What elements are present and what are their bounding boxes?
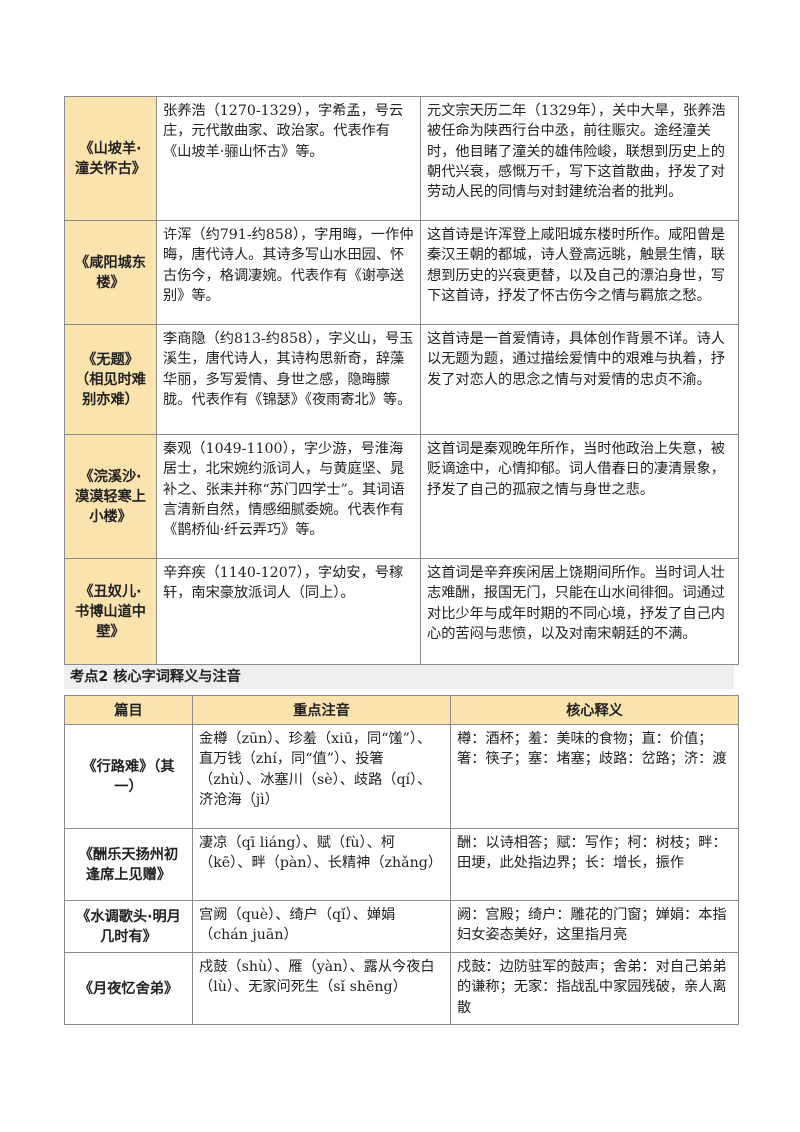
meaning-notes: 酬：以诗相答；赋：写作；柯：树枝；畔：田埂，此处指边界；长：增长，振作 [450, 828, 739, 901]
creation-background: 元文宗天历二年（1329年），关中大旱，张养浩被任命为陕西行台中丞，前往赈灾。途… [420, 96, 739, 221]
work-title: 《丑奴儿·书博山道中壁》 [64, 558, 157, 665]
table-row: 《行路难》（其一） 金樽（zūn）、珍羞（xiū，同“馐”）、直万钱（zhí，同… [64, 724, 739, 829]
creation-background: 这首诗是许浑登上咸阳城东楼时所作。咸阳曾是秦汉王朝的都城，诗人登高远眺，触景生情… [420, 220, 739, 325]
author-info: 李商隐（约813-约858），字义山，号玉溪生，唐代诗人，其诗构思新奇，辞藻华丽… [156, 324, 421, 435]
table-row: 《丑奴儿·书博山道中壁》 辛弃疾（1140-1207），字幼安，号稼轩，南宋豪放… [64, 558, 739, 665]
creation-background: 这首诗是一首爱情诗，具体创作背景不详。诗人以无题为题，通过描绘爱情中的艰难与执着… [420, 324, 739, 435]
table-row: 《无题》（相见时难别亦难） 李商隐（约813-约858），字义山，号玉溪生，唐代… [64, 324, 739, 435]
work-title: 《浣溪沙·漠漠轻寒上小楼》 [64, 434, 157, 559]
author-info: 辛弃疾（1140-1207），字幼安，号稼轩，南宋豪放派词人（同上）。 [156, 558, 421, 665]
author-info: 许浑（约791-约858），字用晦，一作仲晦，唐代诗人。其诗多写山水田园、怀古伤… [156, 220, 421, 325]
author-info: 张养浩（1270-1329），字希孟，号云庄，元代散曲家、政治家。代表作有《山坡… [156, 96, 421, 221]
table-row: 《酬乐天扬州初逢席上见赠》 凄凉（qī liáng）、赋（fù）、柯（kē）、畔… [64, 828, 739, 901]
table-row: 《咸阳城东楼》 许浑（约791-约858），字用晦，一作仲晦，唐代诗人。其诗多写… [64, 220, 739, 325]
pinyin-notes: 凄凉（qī liáng）、赋（fù）、柯（kē）、畔（pàn）、长精神（zhǎn… [192, 828, 451, 901]
creation-background: 这首词是秦观晚年所作，当时他政治上失意，被贬谪途中，心情抑郁。词人借春日的凄清景… [420, 434, 739, 559]
table-row: 《水调歌头·明月几时有》 宫阙（què）、绮户（qǐ）、婵娟（chán juān… [64, 900, 739, 953]
work-title: 《月夜忆舍弟》 [64, 952, 193, 1025]
work-title: 《水调歌头·明月几时有》 [64, 900, 193, 953]
work-title: 《山坡羊·潼关怀古》 [64, 96, 157, 221]
table-row: 《月夜忆舍弟》 戍鼓（shù）、雁（yàn）、露从今夜白（lù）、无家问死生（s… [64, 952, 739, 1025]
pinyin-notes: 戍鼓（shù）、雁（yàn）、露从今夜白（lù）、无家问死生（sǐ shēng） [192, 952, 451, 1025]
meaning-notes: 戍鼓：边防驻军的鼓声；舍弟：对自己弟弟的谦称；无家：指战乱中家园残破，亲人离散 [450, 952, 739, 1025]
pinyin-notes: 宫阙（què）、绮户（qǐ）、婵娟（chán juān） [192, 900, 451, 953]
column-header-title: 篇目 [64, 695, 193, 725]
vocabulary-table: 篇目 重点注音 核心释义 《行路难》（其一） 金樽（zūn）、珍羞（xiū，同“… [64, 695, 739, 1025]
column-header-meaning: 核心释义 [450, 695, 739, 725]
work-title: 《咸阳城东楼》 [64, 220, 157, 325]
creation-background: 这首词是辛弃疾闲居上饶期间所作。当时词人壮志难酬，报国无门，只能在山水间徘徊。词… [420, 558, 739, 665]
author-background-table: 《山坡羊·潼关怀古》 张养浩（1270-1329），字希孟，号云庄，元代散曲家、… [64, 96, 739, 665]
meaning-notes: 樽：酒杯；羞：美味的食物；直：价值；箸：筷子；塞：堵塞；歧路：岔路；济：渡 [450, 724, 739, 829]
meaning-notes: 阙：宫殿；绮户：雕花的门窗；婵娟：本指妇女姿态美好，这里指月亮 [450, 900, 739, 953]
table-header-row: 篇目 重点注音 核心释义 [64, 695, 739, 725]
table-row: 《山坡羊·潼关怀古》 张养浩（1270-1329），字希孟，号云庄，元代散曲家、… [64, 96, 739, 221]
table-row: 《浣溪沙·漠漠轻寒上小楼》 秦观（1049-1100），字少游，号淮海居士，北宋… [64, 434, 739, 559]
work-title: 《无题》（相见时难别亦难） [64, 324, 157, 435]
author-info: 秦观（1049-1100），字少游，号淮海居士，北宋婉约派词人，与黄庭坚、晁补之… [156, 434, 421, 559]
work-title: 《酬乐天扬州初逢席上见赠》 [64, 828, 193, 901]
column-header-pinyin: 重点注音 [192, 695, 451, 725]
section-heading: 考点2 核心字词释义与注音 [64, 665, 734, 689]
pinyin-notes: 金樽（zūn）、珍羞（xiū，同“馐”）、直万钱（zhí，同“值”）、投箸（zh… [192, 724, 451, 829]
work-title: 《行路难》（其一） [64, 724, 193, 829]
